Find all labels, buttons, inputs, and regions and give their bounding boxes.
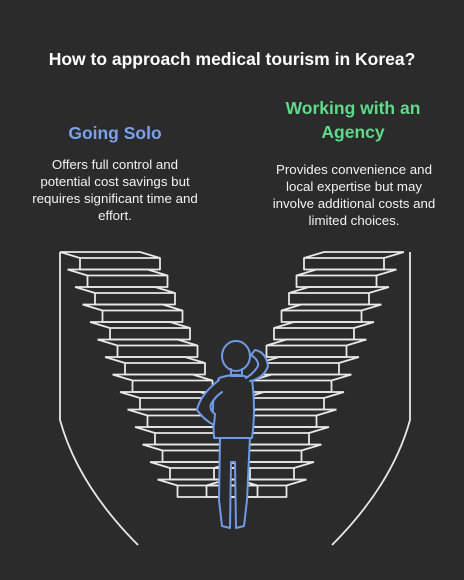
right-stair-step	[258, 356, 360, 376]
left-stair-step	[67, 268, 169, 288]
right-stair-step	[273, 321, 375, 341]
right-stair-step	[243, 391, 345, 411]
stair-side-curves	[59, 252, 411, 546]
right-stair-step	[280, 303, 382, 323]
right-stair-step	[295, 268, 397, 288]
right-stair-step	[265, 338, 367, 358]
left-stair-step	[104, 356, 206, 376]
option-going-solo-title: Going Solo	[68, 123, 162, 143]
diagram-title: How to approach medical tourism in Korea…	[48, 49, 416, 69]
option-agency-title: Working with an Agency	[285, 98, 421, 142]
left-stair-step	[74, 286, 176, 306]
left-stair-step	[112, 373, 214, 393]
option-going-solo-description: Offers full control and potential cost s…	[32, 157, 198, 223]
right-stair-step	[303, 251, 405, 271]
right-stair-step	[250, 373, 352, 393]
right-stair-step	[288, 286, 390, 306]
left-stair-step	[89, 321, 191, 341]
option-agency-description: Provides convenience and local expertise…	[272, 162, 436, 228]
left-stair-step	[59, 251, 161, 271]
left-stair-step	[97, 338, 199, 358]
left-stair-step	[82, 303, 184, 323]
thinking-person-figure	[196, 340, 269, 529]
